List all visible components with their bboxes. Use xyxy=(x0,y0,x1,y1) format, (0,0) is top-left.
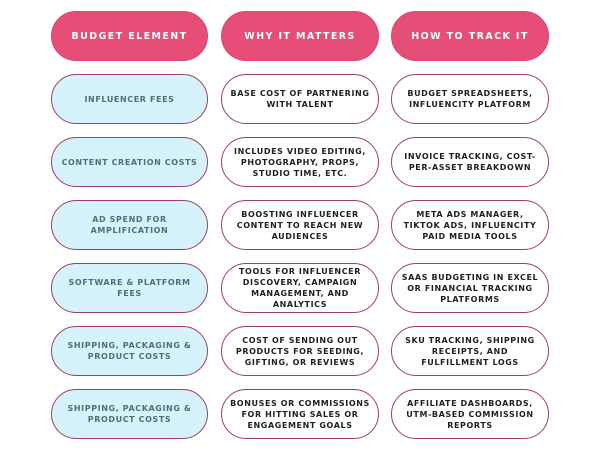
row-1-why-it-matters: BASE COST OF PARTNERING WITH TALENT xyxy=(221,74,379,124)
row-2-budget-element: CONTENT CREATION COSTS xyxy=(51,137,208,187)
header-how-to-track-it: HOW TO TRACK IT xyxy=(391,11,549,61)
row-5-how-to-track: SKU TRACKING, SHIPPING RECEIPTS, AND FUL… xyxy=(391,326,549,376)
row-1-budget-element: INFLUENCER FEES xyxy=(51,74,208,124)
row-4-why-it-matters: TOOLS FOR INFLUENCER DISCOVERY, CAMPAIGN… xyxy=(221,263,379,313)
row-2-why-it-matters: INCLUDES VIDEO EDITING, PHOTOGRAPHY, PRO… xyxy=(221,137,379,187)
header-why-it-matters: WHY IT MATTERS xyxy=(221,11,379,61)
row-2-how-to-track: INVOICE TRACKING, COST-PER-ASSET BREAKDO… xyxy=(391,137,549,187)
row-6-how-to-track: AFFILIATE DASHBOARDS, UTM-BASED COMMISSI… xyxy=(391,389,549,439)
row-4-budget-element: SOFTWARE & PLATFORM FEES xyxy=(51,263,208,313)
row-1-how-to-track: BUDGET SPREADSHEETS, INFLUENCITY PLATFOR… xyxy=(391,74,549,124)
row-6-why-it-matters: BONUSES OR COMMISSIONS FOR HITTING SALES… xyxy=(221,389,379,439)
row-4-how-to-track: SAAS BUDGETING IN EXCEL OR FINANCIAL TRA… xyxy=(391,263,549,313)
header-budget-element: BUDGET ELEMENT xyxy=(51,11,208,61)
row-5-why-it-matters: COST OF SENDING OUT PRODUCTS FOR SEEDING… xyxy=(221,326,379,376)
row-3-how-to-track: META ADS MANAGER, TIKTOK ADS, INFLUENCIT… xyxy=(391,200,549,250)
row-3-budget-element: AD SPEND FOR AMPLIFICATION xyxy=(51,200,208,250)
row-6-budget-element: SHIPPING, PACKAGING & PRODUCT COSTS xyxy=(51,389,208,439)
row-3-why-it-matters: BOOSTING INFLUENCER CONTENT TO REACH NEW… xyxy=(221,200,379,250)
row-5-budget-element: SHIPPING, PACKAGING & PRODUCT COSTS xyxy=(51,326,208,376)
